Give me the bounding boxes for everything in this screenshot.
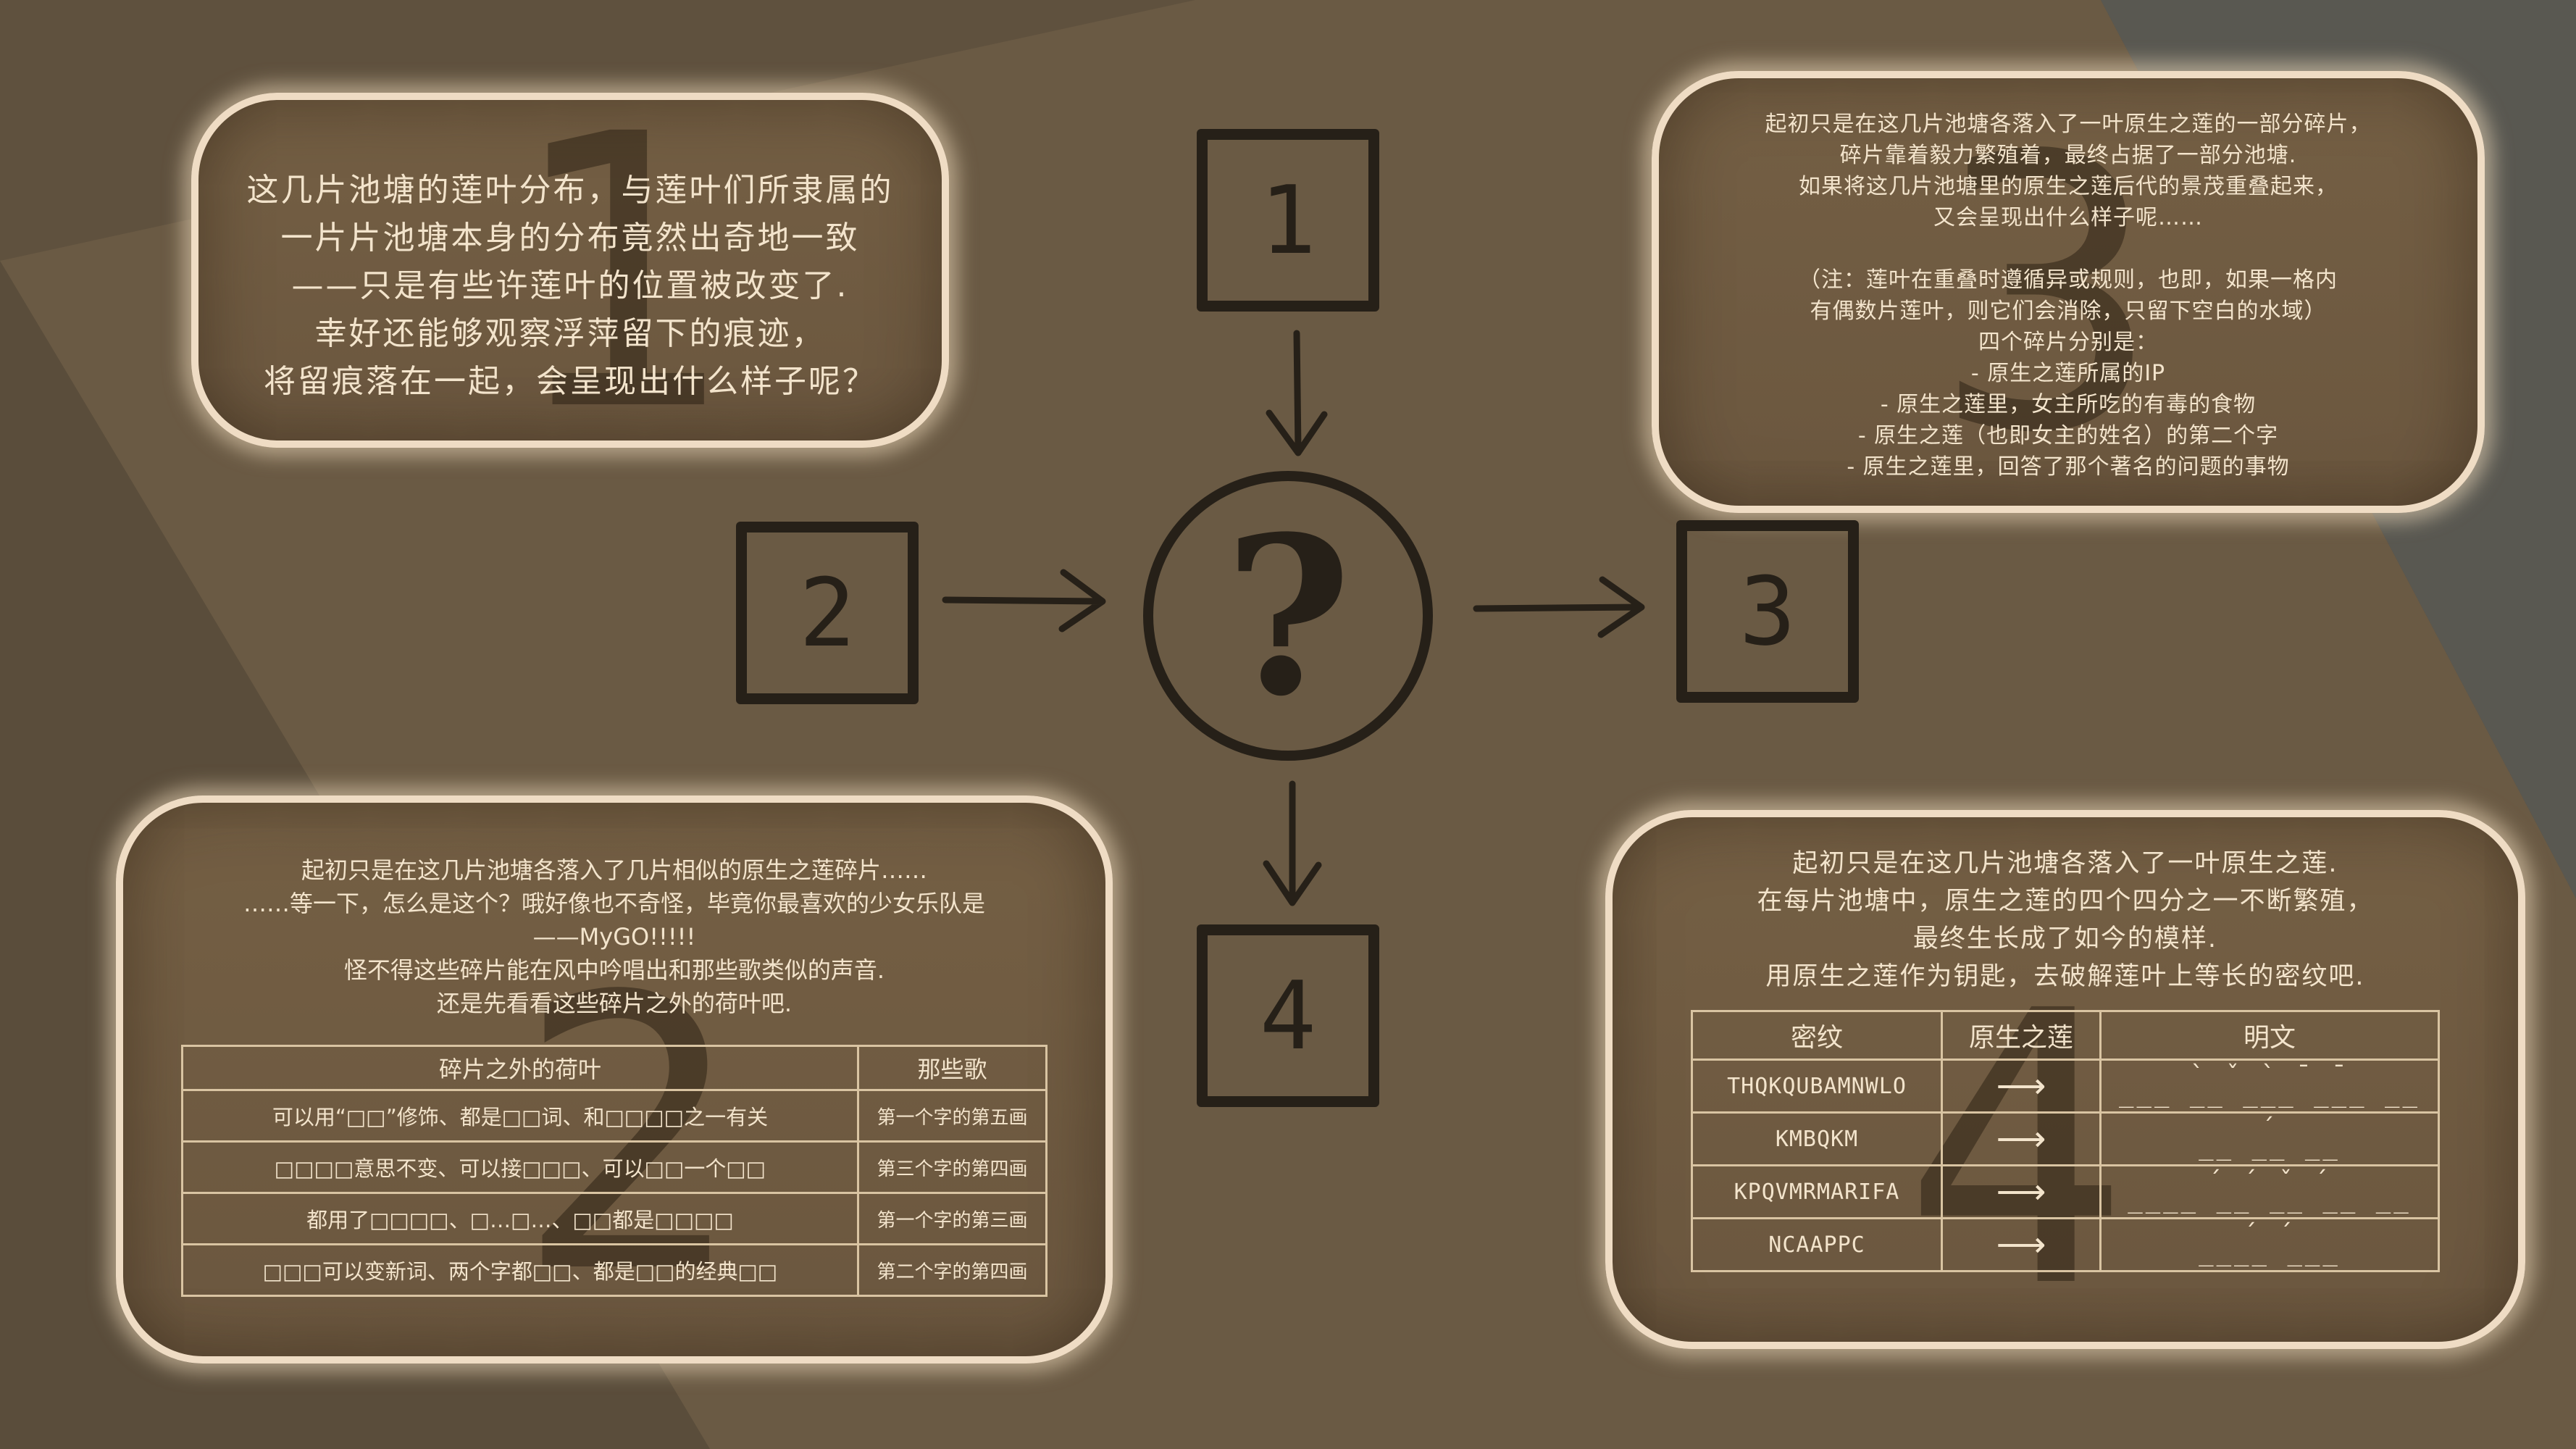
arrow-icon: ⟶	[1941, 1058, 2102, 1114]
step-box-1: 1	[1197, 129, 1379, 312]
table-header: 密纹	[1691, 1010, 1943, 1061]
card-line: 还是先看看这些碎片之外的荷叶吧.	[436, 990, 793, 1017]
table-row: THQKQUBAMNWLO ⟶ ` ˇ ` ¯ ¯ ___ __ ___ ___…	[1691, 1058, 2440, 1114]
hint-card-1: 1 这几片池塘的莲叶分布，与莲叶们所隶属的 一片片池塘本身的分布竟然出奇地一致 …	[191, 93, 949, 448]
card-line: ……等一下，怎么是这个？哦好像也不奇怪，毕竟你最喜欢的少女乐队是	[243, 890, 985, 917]
card-line: 在每片池塘中，原生之莲的四个四分之一不断繁殖，	[1757, 887, 2374, 916]
card-line: - 原生之莲里，女主所吃的有毒的食物	[1880, 392, 2257, 417]
table-cell: 可以用“□□”修饰、都是□□词、和□□□□之一有关	[181, 1089, 859, 1143]
leaves-table: 碎片之外的荷叶 那些歌 可以用“□□”修饰、都是□□词、和□□□□之一有关 第一…	[181, 1045, 1047, 1297]
step-box-3: 3	[1676, 520, 1859, 703]
card-line: - 原生之莲所属的IP	[1970, 361, 2166, 386]
card-line	[1681, 233, 2456, 264]
table-header: 碎片之外的荷叶	[181, 1045, 859, 1091]
table-cell: □□□□意思不变、可以接□□□、可以□□一个□□	[181, 1140, 859, 1194]
card-line: 这几片池塘的莲叶分布，与莲叶们所隶属的	[246, 172, 894, 209]
card-line: （注：莲叶在重叠时遵循异或规则，也即，如果一格内	[1799, 267, 2338, 293]
blank-slots: ____ __ __ __ __	[2128, 1185, 2412, 1214]
table-cell: 第一个字的第三画	[857, 1192, 1047, 1245]
card-line: ——MyGO!!!!!	[532, 923, 696, 951]
plaintext-blanks: ´ ´ ____ ___	[2099, 1217, 2440, 1272]
arrow-icon: ⟶	[1941, 1164, 2102, 1219]
table-row: □□□可以变新词、两个字都□□、都是□□的经典□□ 第二个字的第四画	[181, 1243, 1047, 1297]
card-line: 有偶数片莲叶，则它们会消除，只留下空白的水域）	[1810, 298, 2327, 324]
hint-card-4: 4 起初只是在这几片池塘各落入了一叶原生之莲. 在每片池塘中，原生之莲的四个四分…	[1605, 810, 2525, 1349]
table-cell: 第一个字的第五画	[857, 1089, 1047, 1143]
hint-card-2: 2 起初只是在这几片池塘各落入了几片相似的原生之莲碎片…… ……等一下，怎么是这…	[116, 796, 1113, 1364]
arrow-icon: ⟶	[1941, 1111, 2102, 1166]
arrow-icon: ⟶	[1941, 1217, 2102, 1272]
card-line: 四个碎片分别是：	[1978, 330, 2158, 355]
card-line: - 原生之莲里，回答了那个著名的问题的事物	[1847, 454, 2290, 480]
tone-marks: ´	[2260, 1114, 2279, 1143]
table-row: KMBQKM ⟶ ´ __ __ __	[1691, 1111, 2440, 1166]
step-box-4: 4	[1197, 924, 1379, 1107]
card-line: 怪不得这些碎片能在风中吟唱出和那些歌类似的声音.	[343, 956, 885, 984]
plaintext-blanks: ´ ´ ˇ ´ ____ __ __ __ __	[2099, 1164, 2440, 1219]
table-cell: 第二个字的第四画	[857, 1243, 1047, 1297]
plaintext-blanks: ` ˇ ` ¯ ¯ ___ __ ___ ___ __	[2099, 1058, 2440, 1114]
card-line: 又会呈现出什么样子呢……	[1933, 205, 2203, 230]
hint-card-3: 3 起初只是在这几片池塘各落入了一叶原生之莲的一部分碎片， 碎片靠着毅力繁殖着，…	[1652, 71, 2485, 513]
cipher-text: THQKQUBAMNWLO	[1691, 1058, 1943, 1114]
table-cell: 都用了□□□□、□…□…、□□都是□□□□	[181, 1192, 859, 1245]
card-line: 幸好还能够观察浮萍留下的痕迹，	[314, 315, 826, 352]
table-header: 原生之莲	[1941, 1010, 2102, 1061]
table-row: 都用了□□□□、□…□…、□□都是□□□□ 第一个字的第三画	[181, 1192, 1047, 1245]
card-line: 将留痕落在一起，会呈现出什么样子呢？	[264, 363, 877, 400]
card-line: 起初只是在这几片池塘各落入了一叶原生之莲的一部分碎片，	[1765, 112, 2372, 137]
plaintext-blanks: ´ __ __ __	[2099, 1111, 2440, 1166]
cipher-text: KMBQKM	[1691, 1111, 1943, 1166]
table-cell: 第三个字的第四画	[857, 1140, 1047, 1194]
card-line: 起初只是在这几片池塘各落入了几片相似的原生之莲碎片……	[301, 856, 927, 884]
table-row: □□□□意思不变、可以接□□□、可以□□一个□□ 第三个字的第四画	[181, 1140, 1047, 1194]
card-line: 最终生长成了如今的模样.	[1912, 924, 2218, 953]
question-mark-icon: ?	[1143, 471, 1433, 761]
card-line: 一片片池塘本身的分布竟然出奇地一致	[280, 220, 860, 256]
blank-slots: ____ ___	[2199, 1238, 2341, 1267]
card-line: 起初只是在这几片池塘各落入了一叶原生之莲.	[1792, 849, 2338, 878]
step-box-2: 2	[736, 522, 919, 704]
blank-slots: __ __ __	[2199, 1132, 2341, 1161]
table-header: 明文	[2099, 1010, 2440, 1061]
card-line: 用原生之莲作为钥匙，去破解莲叶上等长的密纹吧.	[1765, 962, 2365, 991]
cipher-text: KPQVMRMARIFA	[1691, 1164, 1943, 1219]
table-row: 可以用“□□”修饰、都是□□词、和□□□□之一有关 第一个字的第五画	[181, 1089, 1047, 1143]
table-cell: □□□可以变新词、两个字都□□、都是□□的经典□□	[181, 1243, 859, 1297]
table-row: NCAAPPC ⟶ ´ ´ ____ ___	[1691, 1217, 2440, 1272]
blank-slots: ___ __ ___ ___ __	[2119, 1080, 2420, 1108]
cipher-table: 密纹 原生之莲 明文 THQKQUBAMNWLO ⟶ ` ˇ ` ¯ ¯ ___…	[1691, 1010, 2440, 1272]
card-line: 如果将这几片池塘里的原生之莲后代的景茂重叠起来，	[1799, 174, 2338, 199]
card-line: ——只是有些许莲叶的位置被改变了.	[291, 267, 849, 304]
card-line: - 原生之莲（也即女主的姓名）的第二个字	[1857, 423, 2279, 448]
table-header: 那些歌	[857, 1045, 1047, 1091]
cipher-text: NCAAPPC	[1691, 1217, 1943, 1272]
table-row: KPQVMRMARIFA ⟶ ´ ´ ˇ ´ ____ __ __ __ __	[1691, 1164, 2440, 1219]
card-line: 碎片靠着毅力繁殖着，最终占据了一部分池塘.	[1839, 143, 2297, 168]
